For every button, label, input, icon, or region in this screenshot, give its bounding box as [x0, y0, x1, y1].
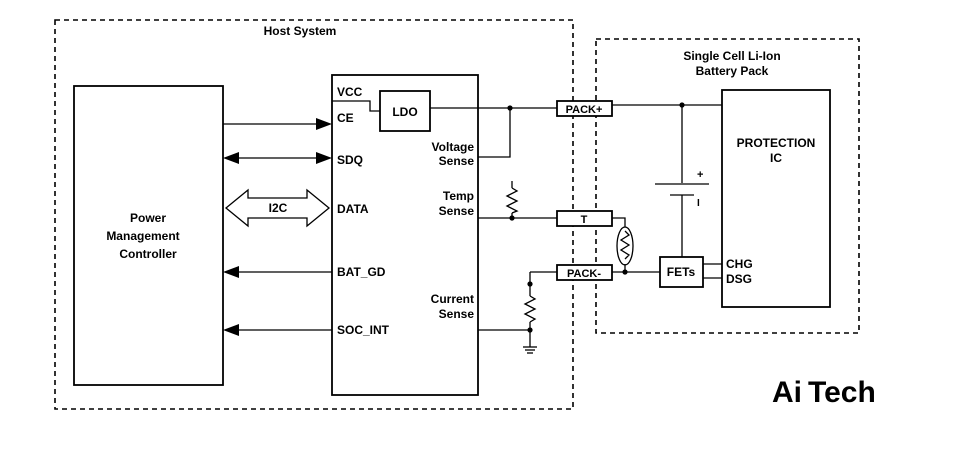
- ce-arrow: [316, 118, 332, 130]
- pack-plus-connector: [556, 100, 613, 117]
- junction-dot: [622, 269, 628, 275]
- power-management-controller-block: [73, 85, 224, 386]
- aitech-logo: Ai Tech: [772, 376, 876, 409]
- battery-pack-region: [595, 38, 860, 334]
- bat-gd-arrow: [223, 266, 239, 278]
- junction-dot: [527, 327, 533, 333]
- logo-tech-text: Tech: [808, 376, 876, 409]
- temp-pullup-resistor: [505, 187, 519, 214]
- pin-data-label: DATA: [337, 202, 369, 216]
- pin-chg-label: CHG: [726, 257, 753, 271]
- battery-pack-label-line1: Single Cell Li-Ion: [683, 49, 780, 63]
- soc-int-arrow: [223, 324, 239, 336]
- voltage-sense-label-line2: Sense: [439, 154, 475, 168]
- logo-ai-text: Ai: [772, 376, 802, 409]
- host-system-label: Host System: [264, 24, 337, 38]
- battery-pack-label-line2: Battery Pack: [696, 64, 769, 78]
- pmc-label-line1: Power: [130, 211, 166, 225]
- battery-plus-sign: +: [697, 169, 703, 181]
- temp-sense-label-line1: Temp: [443, 189, 474, 203]
- pin-ce-label: CE: [337, 111, 354, 125]
- fets-block: [659, 256, 704, 288]
- protection-ic-label-line1: PROTECTION: [737, 136, 816, 150]
- pin-bat-gd-label: BAT_GD: [337, 265, 386, 279]
- pack-plus-label: PACK+: [566, 104, 603, 116]
- current-sense-label-line2: Sense: [439, 307, 475, 321]
- pack-minus-label: PACK-: [567, 268, 601, 280]
- vcc-wire: [332, 100, 380, 112]
- pin-sdq-label: SDQ: [337, 153, 363, 167]
- sdq-arrow-left: [223, 152, 239, 164]
- battery-minus-sign: I: [697, 198, 700, 209]
- pin-vcc-label: VCC: [337, 85, 363, 99]
- ldo-label: LDO: [392, 105, 417, 119]
- voltage-sense-wire: [478, 108, 511, 158]
- sense-resistor: [523, 295, 537, 323]
- protection-ic-block: [721, 89, 831, 308]
- junction-dot: [527, 281, 533, 287]
- fets-label: FETs: [667, 265, 696, 279]
- temp-sense-label-line2: Sense: [439, 204, 475, 218]
- protection-ic-label-line2: IC: [770, 151, 782, 165]
- pmc-label-line2: Management: [106, 229, 179, 243]
- i2c-label: I2C: [269, 201, 288, 215]
- thermistor: [616, 226, 634, 266]
- t-label: T: [581, 214, 588, 226]
- voltage-sense-label-line1: Voltage: [432, 140, 475, 154]
- current-sense-label-line1: Current: [431, 292, 474, 306]
- sdq-arrow-right: [316, 152, 332, 164]
- thermistor-zigzag: [619, 230, 631, 260]
- pin-soc-int-label: SOC_INT: [337, 323, 390, 337]
- i2c-bus-arrow: [224, 188, 331, 228]
- pin-dsg-label: DSG: [726, 272, 752, 286]
- pmc-label-line3: Controller: [119, 247, 177, 261]
- thermistor-wire: [612, 217, 626, 228]
